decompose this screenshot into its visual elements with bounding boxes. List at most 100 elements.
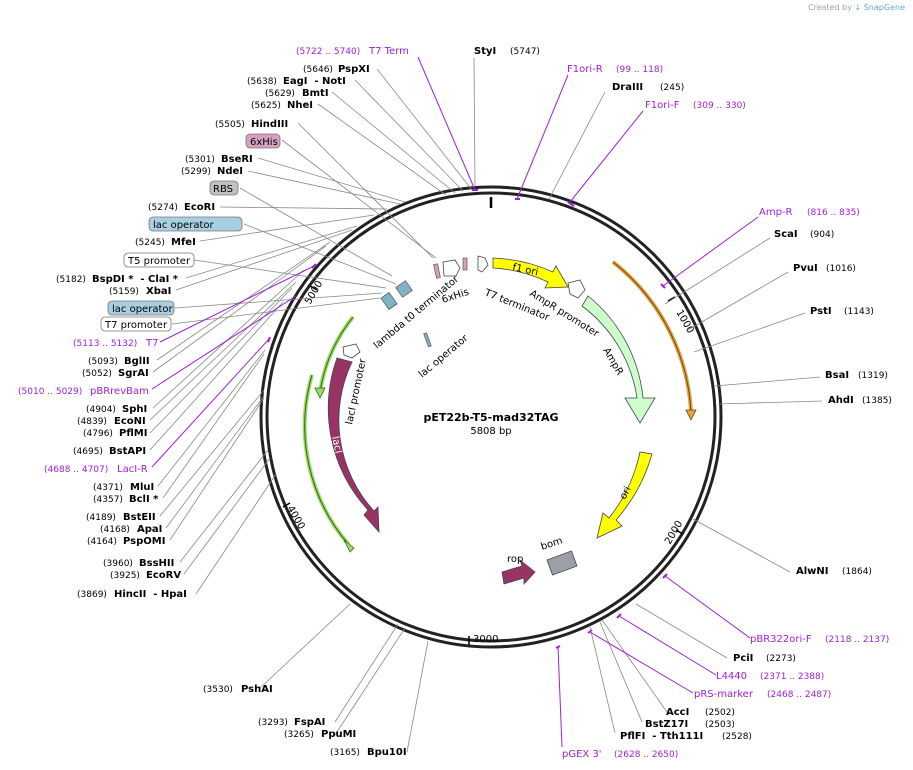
site-pspomi: PspOMI (123, 536, 165, 547)
site-sgrai: SgrAI (118, 368, 149, 379)
site-eagi: EagI - NotI (283, 76, 346, 87)
site-pcii: PciI (733, 653, 753, 664)
primer-f1ori-r-pos: (99 .. 118) (616, 65, 663, 75)
site-psti-pos: (1143) (844, 307, 874, 317)
primer-t7: T7 (145, 338, 158, 349)
site-bspdi: BspDI * - ClaI * (92, 274, 179, 285)
primer-f1ori-f-pos: (309 .. 330) (693, 101, 746, 111)
site-mfei: MfeI (171, 237, 196, 248)
site-mlui: MluI (130, 482, 154, 493)
site-bcli-pos: (4357) (93, 495, 123, 505)
plasmid-size: 5808 bp (470, 426, 511, 437)
site-pflfi: PflFI - Tth111I (620, 731, 703, 742)
primer-pbr322ori-f: pBR322ori-F (750, 634, 812, 645)
site-pvui-pos: (1016) (826, 264, 856, 274)
site-hincii-pos: (3869) (77, 590, 107, 600)
site-hindiii: HindIII (251, 119, 288, 130)
feature-label-ori: ori (618, 485, 634, 502)
site-ppumi: PpuMI (321, 729, 356, 740)
primer-labels: (5722 .. 5740) T7 Term F1ori-R (99 .. 11… (18, 46, 889, 760)
primer-prs-marker-pos: (2468 .. 2487) (767, 690, 831, 700)
primer-pgex3: pGEX 3' (562, 749, 602, 760)
feature-laci-promoter (342, 343, 361, 359)
backbone-inner (265, 191, 717, 643)
site-pflmi-pos: (4796) (83, 429, 113, 439)
feature-ori (596, 451, 653, 539)
site-hindiii-pos: (5505) (215, 120, 245, 130)
backbone-outer (259, 185, 723, 649)
feature-ampr-promoter (567, 279, 586, 299)
site-nhei: NheI (287, 100, 313, 111)
feature-label-bom: bom (540, 536, 565, 553)
site-bglii-pos: (5093) (88, 357, 118, 367)
site-ecorv-pos: (3925) (110, 571, 140, 581)
site-alwni-pos: (1864) (842, 567, 872, 577)
site-bstapi-pos: (4695) (73, 447, 103, 457)
site-ecorv: EcoRV (146, 570, 181, 581)
leader-lines (149, 57, 823, 753)
feature-lac-operator (423, 332, 432, 348)
tick-label-3000: 3000 (473, 634, 498, 645)
box-t5-promoter: T5 promoter (127, 256, 191, 267)
site-pflmi: PflMI (119, 428, 147, 439)
site-pspxi: PspXI (338, 64, 370, 75)
box-lac-operator-2: lac operator (112, 304, 173, 315)
site-bpu10i: Bpu10I (367, 747, 407, 758)
site-sphi-pos: (4904) (86, 405, 116, 415)
site-bmti: BmtI (302, 88, 329, 99)
site-bsshii: BssHII (139, 558, 174, 569)
site-mfei-pos: (5245) (135, 238, 165, 248)
primer-pbr322ori-f-pos: (2118 .. 2137) (825, 635, 889, 645)
site-pflfi-pos: (2528) (722, 732, 752, 742)
site-bmti-pos: (5629) (265, 89, 295, 99)
primer-prs-marker: pRS-marker (694, 689, 754, 700)
primer-pbrrevbam: pBRrevBam (90, 386, 149, 397)
primer-leaders (151, 56, 759, 748)
feature-label-laci: lacI (329, 435, 343, 454)
site-pspomi-pos: (4164) (87, 537, 117, 547)
primer-f1ori-f: F1ori-F (645, 100, 680, 111)
site-sgrai-pos: (5052) (82, 369, 112, 379)
orf-arc-left-inner-arrow (314, 387, 326, 399)
primer-t7-term-pos: (5722 .. 5740) (296, 47, 360, 57)
site-bseri-pos: (5301) (185, 155, 215, 165)
site-hincii: HincII - HpaI (114, 589, 187, 600)
site-ecori-pos: (5274) (148, 203, 178, 213)
primer-laci-r-pos: (4688 .. 4707) (44, 465, 108, 475)
site-ndei-pos: (5299) (181, 167, 211, 177)
site-bstapi: BstAPI (109, 446, 146, 457)
site-nhei-pos: (5625) (251, 101, 281, 111)
site-fspai-pos: (3293) (258, 718, 288, 728)
site-styi-pos: (5747) (510, 47, 540, 57)
feature-label-lac-operator: lac operator (417, 332, 471, 380)
site-scai-pos: (904) (810, 230, 834, 240)
site-bpu10i-pos: (3165) (330, 748, 360, 758)
site-econi: EcoNI (114, 416, 146, 427)
site-acci: AccI (666, 707, 689, 718)
credit-brand: SnapGene (863, 3, 905, 12)
credit-prefix: Created by (807, 3, 852, 12)
site-bseri: BseRI (221, 154, 253, 165)
created-by-credit: Created by ↓ SnapGene (808, 3, 905, 12)
site-ndei: NdeI (217, 166, 243, 177)
site-pshai: PshAI (241, 684, 273, 695)
site-labels-bottom: (3530) PshAI (3293) FspAI (3265) PpuMI (… (203, 684, 407, 758)
feature-rop (501, 558, 536, 586)
feature-label-rop: rop (507, 554, 523, 565)
site-bsai: BsaI (825, 370, 849, 381)
feature-6xhis (433, 263, 441, 279)
site-econi-pos: (4839) (77, 417, 107, 427)
site-apai-pos: (4168) (100, 525, 130, 535)
site-bsteii: BstEII (123, 512, 156, 523)
site-pspxi-pos: (5646) (303, 65, 333, 75)
feature-label-lambda-t0-terminator: lambda t0 terminator (372, 273, 462, 351)
site-styi: StyI (474, 46, 496, 57)
primer-laci-r: LacI-R (117, 464, 148, 475)
site-bsai-pos: (1319) (858, 371, 888, 381)
site-eagi-pos: (5638) (247, 77, 277, 87)
site-bsteii-pos: (4189) (86, 513, 116, 523)
site-sphi: SphI (122, 404, 147, 415)
primer-l4440: L4440 (716, 671, 747, 682)
site-bstz17i-pos: (2503) (705, 720, 735, 730)
site-psti: PstI (810, 306, 832, 317)
